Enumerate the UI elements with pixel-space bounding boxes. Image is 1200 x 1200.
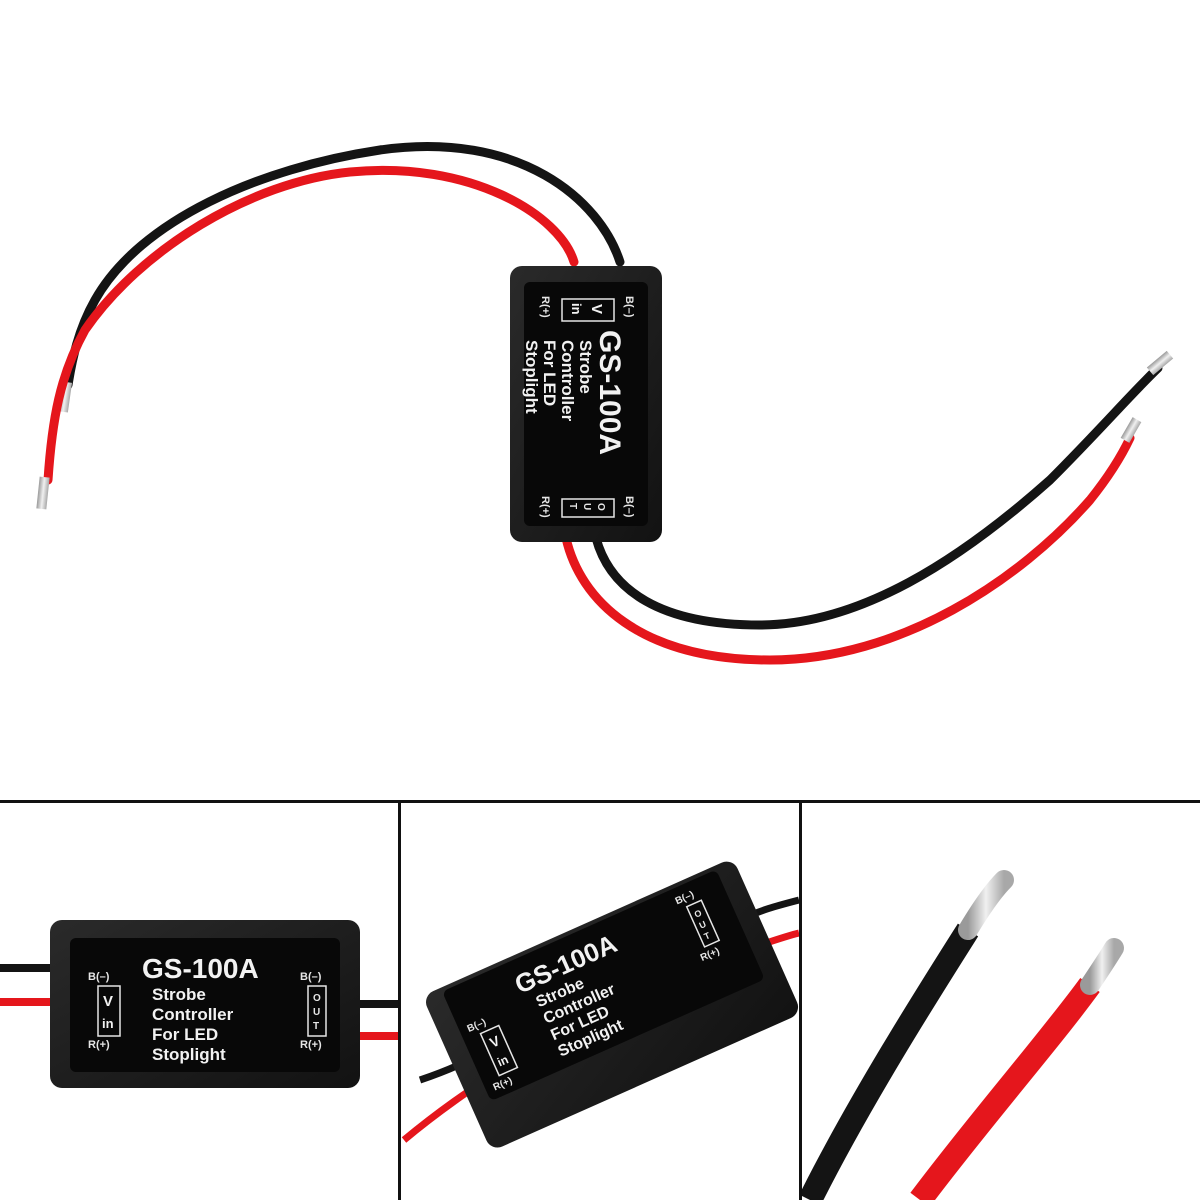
vin-box <box>479 1024 519 1077</box>
pin-neg-label: B(–) <box>88 971 110 983</box>
out-t-label: T <box>567 503 578 509</box>
desc-line-1: Strobe <box>152 985 206 1004</box>
model-label: GS-100A <box>142 953 259 984</box>
out-box <box>561 498 615 518</box>
out-pin-pos-label: R(+) <box>539 496 551 518</box>
out-o-label: O <box>693 908 703 920</box>
detail-frames <box>0 800 1200 1200</box>
vin-in-label: in <box>495 1052 510 1069</box>
detail-panel-front: GS-100A Strobe Controller For LED Stopli… <box>0 920 398 1088</box>
black-wire-right <box>591 363 1163 630</box>
vin-box <box>97 985 121 1037</box>
out-o-label: O <box>595 503 606 511</box>
controller-label-panel <box>524 282 648 526</box>
vin-in-label: in <box>102 1016 114 1031</box>
vin-in-label: in <box>569 303 584 315</box>
main-product-view: GS-100A Strobe Controller For LED Stopli… <box>36 142 1174 665</box>
pin-neg-label: B(–) <box>623 296 635 318</box>
black-wire-closeup <box>802 923 979 1200</box>
controller-label-panel <box>70 938 340 1072</box>
wire-tip-icon <box>1120 417 1142 443</box>
desc-line-4: Stoplight <box>152 1045 226 1064</box>
out-u-label: U <box>698 919 708 931</box>
out-t-label: T <box>313 1021 319 1032</box>
out-box <box>307 985 327 1037</box>
black-wire-left <box>63 142 625 390</box>
detail-panel-angled: GS-100A Strobe Controller For LED Stopli… <box>401 861 799 1148</box>
red-wire-left <box>43 165 579 485</box>
model-label: GS-100A <box>593 330 626 455</box>
desc-line-3: For LED <box>152 1025 218 1044</box>
red-wire-right <box>561 433 1135 665</box>
out-pin-neg-label: B(–) <box>300 971 322 983</box>
wire-tip-icon <box>958 870 1014 940</box>
desc-line-2: Controller <box>152 1005 234 1024</box>
out-t-label: T <box>703 930 713 942</box>
out-u-label: U <box>581 503 592 510</box>
detail-panel-wire-tips <box>802 870 1124 1200</box>
wire-tip-icon <box>36 476 50 510</box>
red-wire-closeup <box>910 977 1100 1200</box>
wire-tip-icon <box>1080 938 1124 995</box>
desc-line-2: Controller <box>558 340 577 422</box>
out-box <box>685 899 721 948</box>
out-o-label: O <box>313 993 321 1004</box>
pin-pos-label: R(+) <box>88 1039 110 1051</box>
out-pin-pos-label: R(+) <box>300 1039 322 1051</box>
pin-pos-label: R(+) <box>539 296 551 318</box>
vin-box <box>561 298 615 322</box>
controller-label-panel <box>443 871 764 1100</box>
desc-line-3: For LED <box>540 340 559 406</box>
vin-v-label: V <box>103 993 113 1010</box>
wire-tip-icon <box>1146 350 1174 376</box>
vin-v-label: V <box>588 304 605 314</box>
out-pin-neg-label: B(–) <box>623 496 635 518</box>
desc-line-4: Stoplight <box>522 340 541 414</box>
out-u-label: U <box>313 1007 320 1018</box>
desc-line-1: Strobe <box>576 340 595 394</box>
